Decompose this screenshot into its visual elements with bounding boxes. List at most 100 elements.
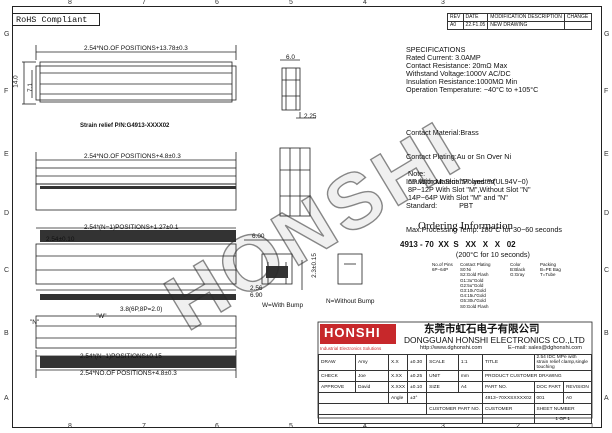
rohs-box: RoHS Compliant (12, 13, 100, 26)
note-line-0: 6P Without Slot "M" and "N" (408, 177, 497, 187)
tol-x-val: ±0.30 (407, 354, 428, 371)
approve-label: APPROVE (318, 381, 356, 393)
slot-n-label: "N" (30, 319, 40, 326)
sheet-label: SHEET NUMBER (533, 403, 593, 415)
draw-label: DRAW (318, 354, 356, 371)
logo-subtitle: Industrial Electronics Solutions (320, 346, 382, 351)
logo-text: HONSHI (324, 325, 381, 340)
mid-view-body (35, 152, 237, 211)
zone-bottom-2: 2 (516, 423, 520, 430)
ordering-heading: Ordering Information (418, 220, 513, 232)
revision-label: REVISION (562, 381, 593, 393)
zone-bottom-7: 7 (142, 423, 146, 430)
spec2-line-0: Contact Material:Brass (406, 128, 479, 138)
spec2-line-5: (200°C for 10 seconds) (406, 249, 530, 259)
company-email: E−mail: sales@dghonshi.com (508, 345, 582, 351)
dim-6-top: 6.0 (286, 54, 295, 61)
tol-xx-val: ±0.25 (407, 370, 428, 382)
dim-690: 6.90 (250, 292, 263, 299)
ordering-pin-count: No.of Pins 6P−64P (432, 262, 453, 272)
spec-heading: SPECIFICATIONS (406, 45, 466, 54)
spec-line-4: Operation Temperature: −40°C to +105°C (406, 85, 539, 95)
spec2-line-1: Contact Plating:Au or Sn Over Ni (406, 152, 512, 162)
dim-top-overall: 2.54*NO.OF POSITIONS+13.78±0.3 (84, 45, 188, 52)
dim-225: 2.25 (304, 113, 317, 120)
revision-val: A0 (562, 392, 593, 404)
zone-left-F: F (4, 88, 9, 95)
dim-256: 2.56 (250, 285, 263, 292)
ordering-plating: Contact Plating S0:Ni S2:Gold Flash G1:3… (460, 262, 491, 309)
cross-section-views (244, 239, 363, 290)
zone-left-A: A (4, 395, 9, 402)
zone-top-7: 7 (142, 0, 146, 6)
size-label: SIZE (426, 381, 459, 393)
part-no: 4913−70XXSXXXX02 (481, 392, 535, 404)
spec-line-3: Insulation Resistance:1000MΩ Min (406, 77, 518, 87)
slot-w-label: "W" (96, 313, 107, 320)
honshi-logo: HONSHI (320, 324, 396, 344)
check-label: CHECK (318, 370, 356, 382)
title-block-table: DRAW Amy X.X ±0.30 SCALE 1:1 TITLE 2.54 … (317, 354, 593, 424)
zone-right-D: D (604, 210, 610, 217)
drawing-type: PRODUCT CUSTOMER DRAWING (481, 370, 593, 382)
dim-gap-38: 3.8(6P,8P=2.0) (120, 306, 163, 313)
check-name: Joe (355, 370, 389, 382)
zone-bottom-4: 4 (363, 423, 367, 430)
zone-left-D: D (4, 210, 10, 217)
zone-top-4: 4 (363, 0, 367, 6)
notes-block: Note: 6P Without Slot "M" and "N" 8P−12P… (408, 169, 531, 203)
company-web: http://www.dghonshi.com (420, 345, 483, 351)
customer-label: CUSTOMER (481, 403, 535, 415)
zone-right-C: C (604, 267, 610, 274)
top-view-body (22, 45, 237, 105)
dim-n-minus-1-top: 2.54*(N−1)POSITIONS+1.27±0.1 (84, 224, 179, 231)
sheet-val: 1 OF 1 (533, 414, 593, 424)
doc-part: 001 (533, 392, 564, 404)
ordering-packing: Packing B=PE Bag T=Tube (540, 262, 561, 277)
title-val: 2.54 IDC MPe with strain relief clamp,si… (533, 354, 593, 371)
zone-bottom-8: 8 (68, 423, 72, 430)
zone-right-B: B (604, 330, 609, 337)
pin-row-view (35, 227, 237, 291)
rev-cell-change (563, 21, 593, 30)
spec2-line-4: Max.Processing Temp: 180°C for 30−60 sec… (406, 225, 562, 235)
company-name-cn: 东莞市虹石电子有限公司 (424, 323, 540, 335)
zone-right-E: E (604, 151, 609, 158)
note-line-1: 8P−12P With Slot "M",Without Slot "N" (408, 185, 531, 195)
dim-height-14: 14.0 (12, 75, 20, 88)
doc-part-label: DOC PART (533, 381, 564, 393)
zone-right-F: F (604, 88, 609, 95)
part-no-label: PART NO. (481, 381, 535, 393)
unit-label: UNIT (426, 370, 459, 382)
zone-left-C: C (4, 267, 10, 274)
title-label: TITLE (481, 354, 535, 371)
zone-top-6: 6 (215, 0, 219, 6)
tol-xxx-val: ±0.10 (407, 381, 428, 393)
rohs-label: RoHS Compliant (16, 15, 88, 25)
revision-table: REV DATE MODIFICATION DESCRIPTION CHANGE… (447, 13, 593, 30)
note-heading: Note: (408, 169, 426, 178)
angle-label: Angle (387, 392, 409, 404)
zone-left-E: E (4, 151, 9, 158)
dim-height-7: 7.1 (26, 83, 34, 92)
spec2-line-3: Standard: PBT (406, 201, 474, 211)
dim-pitch: 2.54±0.10 (46, 236, 75, 243)
strain-relief-pn: Strain relief P/N:G4913-XXXX02 (80, 123, 170, 129)
scale-val: 1:1 (457, 354, 483, 371)
materials-block: Contact Material:Brass Contact Plating:A… (406, 113, 562, 267)
zone-bottom-3: 3 (441, 423, 445, 430)
dim-mid-overall: 2.54*NO.OF POSITIONS+4.8±0.3 (84, 153, 181, 160)
zone-top-3: 3 (441, 0, 445, 6)
tol-xxx: X.XXX (387, 381, 409, 393)
bump-n-label: N=Without Bump (326, 298, 375, 305)
dim-6-side: 6.00 (252, 233, 265, 240)
side-view-mid (279, 147, 311, 217)
zone-bottom-5: 5 (289, 423, 293, 430)
bump-w-label: W=With Bump (262, 302, 304, 309)
note-line-2: 14P−64P With Slot "M" and "N" (408, 193, 508, 203)
tol-xx: X.XX (387, 370, 409, 382)
zone-left-B: B (4, 330, 9, 337)
ordering-color: Color B:Black G:Gray (510, 262, 526, 277)
spec-line-2: Withstand Voltage:1000V AC/DC (406, 69, 511, 79)
scale-label: SCALE (426, 354, 459, 371)
